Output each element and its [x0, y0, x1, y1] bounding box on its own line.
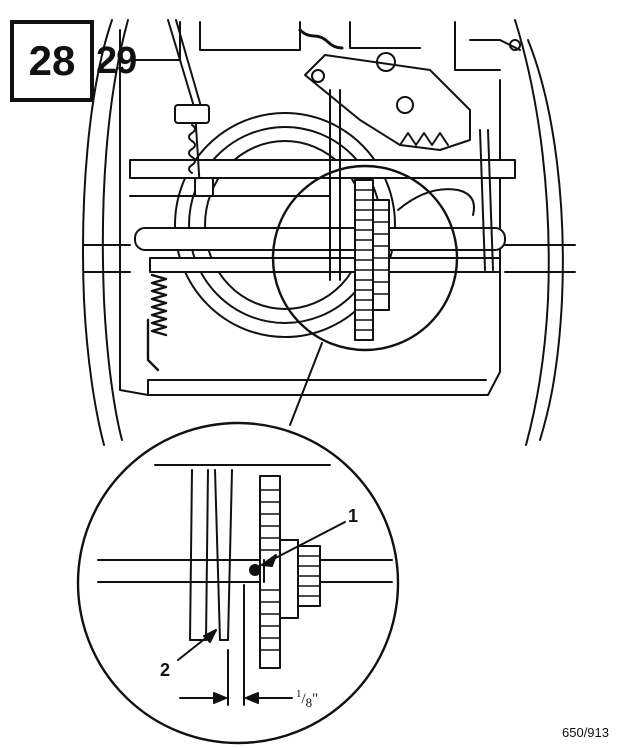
figure-number-secondary: 29: [96, 40, 137, 82]
callout-2-arrow: [177, 629, 217, 661]
detail-gear: [259, 475, 321, 669]
gap-dimension: [179, 692, 293, 704]
detail-circle: [76, 421, 400, 745]
detail-lever: [189, 469, 233, 641]
detail-view: [76, 421, 400, 745]
callout-1-label: 1: [348, 506, 359, 526]
left-wheel: [82, 19, 131, 446]
dimension-denominator: 8: [305, 695, 313, 710]
dimension-numerator: 1: [296, 688, 302, 700]
coil-spring: [146, 273, 168, 372]
callout-1-arrow: [261, 521, 346, 567]
figure-number-box: 28: [10, 20, 94, 102]
reference-code: 650/913: [562, 725, 609, 740]
cross-bars: [129, 159, 516, 273]
control-cable: [167, 19, 214, 197]
machine-illustration: [82, 19, 576, 446]
figure-number-primary: 28: [28, 37, 76, 84]
right-wheel: [504, 19, 576, 446]
dimension-unit: ": [312, 691, 319, 707]
gear-cluster: [329, 89, 494, 341]
gap-dimension-label: 1/8": [296, 688, 319, 710]
contact-point-dot: [249, 564, 261, 576]
shift-lever-bracket: [298, 28, 521, 151]
detail-source-circle: [271, 164, 459, 352]
callout-2-label: 2: [160, 660, 171, 680]
zoom-leader-line: [289, 342, 323, 426]
